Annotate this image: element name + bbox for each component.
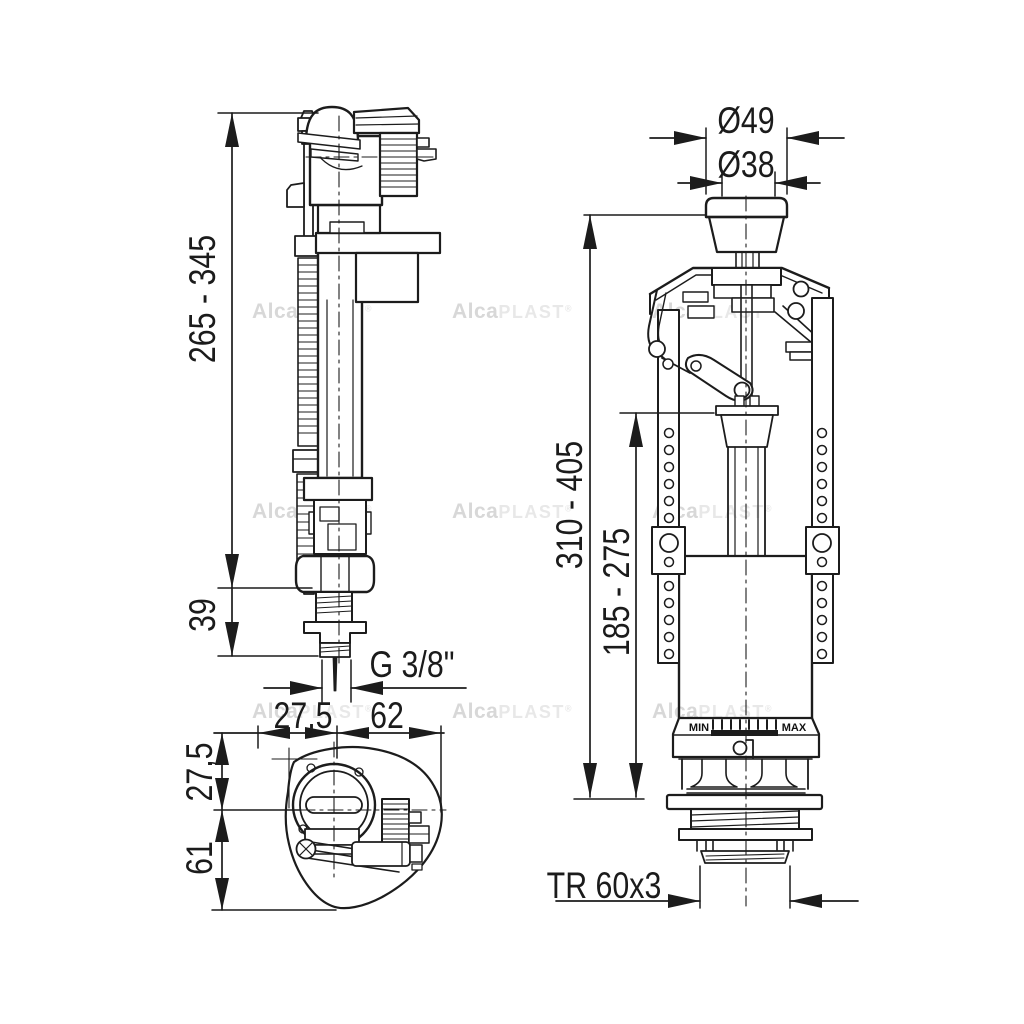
fill-valve-side-view [286,105,442,692]
watermark-registered-mark: ® [564,303,572,314]
watermark-bold-text: Alca [252,700,299,723]
right-mounting-rail [811,297,834,664]
dim-shank-height-label: 39 [182,598,223,632]
watermark-light-text: PLAST [498,702,565,722]
fill-valve-side-dimensions [217,112,467,703]
scale-max-label: MAX [782,722,807,734]
dim-top-depth-top-label: 27,5 [179,742,220,802]
flush-valve-dimensions [555,127,859,909]
dim-button-neck-diameter-label: Ø38 [717,144,775,185]
fill-valve-top-dimensions [211,725,445,911]
watermark-light-text: PLAST [498,502,565,522]
alcaplast-watermark: AlcaPLAST® [452,300,572,324]
watermark-light-text: PLAST [298,702,365,722]
dim-inner-height-label: 185 - 275 [596,527,637,657]
watermark-registered-mark: ® [364,503,372,514]
watermark-registered-mark: ® [764,503,772,514]
watermark-registered-mark: ® [364,703,372,714]
scale-min-label: MIN [689,722,709,734]
watermark-light-text: PLAST [498,302,565,322]
watermark-bold-text: Alca [252,500,299,523]
dim-outlet-thread-label: TR 60x3 [546,865,662,906]
dim-height-range-label: 265 - 345 [182,234,223,364]
watermark-registered-mark: ® [764,703,772,714]
watermark-bold-text: Alca [452,300,499,323]
watermark-registered-mark: ® [564,503,572,514]
dim-top-width-left-label: 27,5 [273,695,333,736]
watermark-registered-mark: ® [564,703,572,714]
watermark-registered-mark: ® [364,303,372,314]
flush-valve-front-view: MIN MAX [647,195,840,907]
dim-top-width-right-label: 62 [370,695,404,736]
watermark-bold-text: Alca [452,500,499,523]
dim-inlet-thread-label: G 3/8" [369,644,455,685]
alcaplast-watermark: AlcaPLAST® [452,700,572,724]
watermark-bold-text: Alca [452,700,499,723]
dim-overall-height-label: 310 - 405 [549,440,590,570]
alcaplast-watermark: AlcaPLAST® [252,700,372,724]
watermark-bold-text: Alca [252,300,299,323]
alcaplast-watermark: AlcaPLAST® [452,500,572,524]
fill-valve-top-view [271,741,447,910]
dim-button-cap-diameter-label: Ø49 [717,100,775,141]
watermark-light-text: PLAST [698,502,765,522]
dim-top-depth-bottom-label: 61 [179,841,220,875]
